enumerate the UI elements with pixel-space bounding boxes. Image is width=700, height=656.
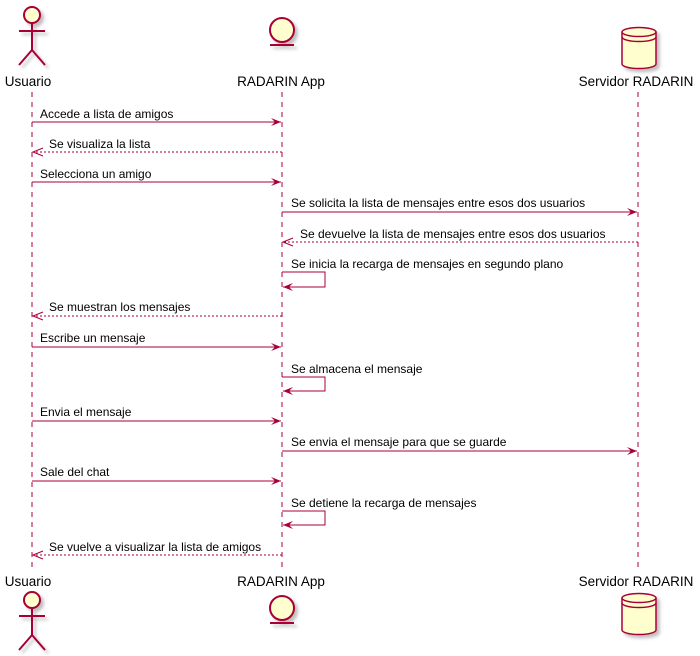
arrowhead <box>627 447 637 455</box>
entity-icon <box>269 17 295 46</box>
arrowhead <box>271 417 281 425</box>
self-message-arrow <box>282 510 326 526</box>
message-label: Se vuelve a visualizar la lista de amigo… <box>49 540 261 554</box>
arrowhead <box>281 237 294 247</box>
message-label: Selecciona un amigo <box>40 167 152 181</box>
message-label: Sale del chat <box>40 465 110 479</box>
message-label: Se devuelve la lista de mensajes entre e… <box>300 227 606 241</box>
self-message-arrow <box>282 271 326 288</box>
arrowhead <box>271 477 281 485</box>
message-label: Escribe un mensaje <box>40 331 146 345</box>
arrowhead <box>31 550 44 560</box>
participant-label-servidor: Servidor RADARIN <box>579 574 694 589</box>
message-label: Se solicita la lista de mensajes entre e… <box>291 196 585 210</box>
arrowhead <box>31 147 44 157</box>
database-icon <box>621 592 657 636</box>
arrowhead <box>627 208 637 216</box>
participants-top: Usuario RADARIN App Servidor RADARIN <box>5 6 694 89</box>
participant-label-usuario: Usuario <box>5 574 52 589</box>
participant-label-usuario: Usuario <box>5 74 52 89</box>
self-message-arrow <box>282 376 326 392</box>
entity-icon <box>269 595 295 624</box>
arrowhead <box>283 521 293 529</box>
participant-label-servidor: Servidor RADARIN <box>579 74 694 89</box>
message-label: Se inicia la recarga de mensajes en segu… <box>291 257 564 271</box>
actor-icon <box>18 6 46 66</box>
participant-label-app: RADARIN App <box>237 74 325 89</box>
actor-icon <box>18 591 46 651</box>
message-label: Se envia el mensaje para que se guarde <box>291 435 507 449</box>
participant-label-app: RADARIN App <box>237 574 325 589</box>
message-label: Se visualiza la lista <box>49 137 151 151</box>
message-label: Se almacena el mensaje <box>291 362 423 376</box>
message-label: Envia el mensaje <box>40 405 132 419</box>
messages: Accede a lista de amigos Se visualiza la… <box>31 107 638 560</box>
message-label: Se muestran los mensajes <box>49 300 190 314</box>
arrowhead <box>283 387 293 395</box>
arrowhead <box>271 343 281 351</box>
arrowhead <box>31 311 44 321</box>
participants-bottom: Usuario RADARIN App Servidor RADARIN <box>5 574 694 651</box>
arrowhead <box>283 283 293 291</box>
database-icon <box>621 26 657 70</box>
arrowhead <box>271 178 281 186</box>
arrowhead <box>271 118 281 126</box>
message-label: Accede a lista de amigos <box>40 107 173 121</box>
message-label: Se detiene la recarga de mensajes <box>291 496 476 510</box>
